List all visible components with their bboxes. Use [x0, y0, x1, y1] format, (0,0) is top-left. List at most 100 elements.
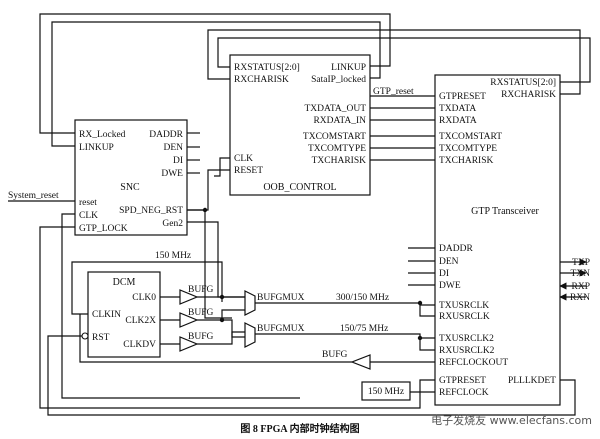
- label-bufgmux-2: BUFGMUX: [257, 324, 305, 334]
- junction-dot: [417, 300, 423, 306]
- snc-pin-linkup: LINKUP: [79, 143, 114, 153]
- gtp-transceiver-block: [434, 74, 561, 406]
- snc-title: SNC: [120, 182, 140, 193]
- wire-oob-clk: [187, 169, 230, 211]
- label-system-reset: System_reset: [8, 191, 59, 201]
- oob-pin-txcomtype: TXCOMTYPE: [308, 144, 366, 154]
- gtp-pin-rxstatus: RXSTATUS[2:0]: [490, 78, 556, 88]
- oscillator-150mhz: [361, 381, 411, 401]
- gtp-pin-rxusrclk: RXUSRCLK: [439, 312, 490, 322]
- gtp-pin-txcomstart: TXCOMSTART: [439, 132, 502, 142]
- wire-150mhz-feedback: [71, 261, 223, 315]
- label-bufgmux-1: BUFGMUX: [257, 293, 305, 303]
- snc-pin-gen2: Gen2: [162, 219, 183, 229]
- gtp-pin-rxp: RXP: [572, 282, 590, 292]
- rst-inversion-bubble: [81, 332, 89, 340]
- wire-bufg4-to-clkin: [79, 314, 352, 363]
- gtp-pin-plllkdet: PLLLKDET: [508, 376, 556, 386]
- bufg-buffer-4: [350, 354, 371, 370]
- wire-mux2-rxusr2: [419, 338, 435, 351]
- oob-title: OOB_CONTROL: [263, 182, 336, 193]
- label-bufg-2: BUFG: [188, 308, 213, 318]
- wire-bufg2-out: [197, 309, 245, 321]
- oob-pin-sata-locked: SataIP_locked: [311, 75, 366, 85]
- wire-mux2-out: [255, 333, 435, 339]
- label-300-150mhz: 300/150 MHz: [336, 293, 389, 303]
- oob-pin-linkup: LINKUP: [331, 63, 366, 73]
- wire-gtp-lock: [39, 226, 435, 409]
- oob-pin-txcomstart: TXCOMSTART: [303, 132, 366, 142]
- snc-pin-di: DI: [173, 156, 183, 166]
- dcm-pin-clkin: CLKIN: [92, 310, 121, 320]
- snc-pin-reset: reset: [79, 198, 97, 208]
- gtp-pin-refclockout: REFCLOCKOUT: [439, 358, 508, 368]
- dcm-pin-rst: RST: [92, 333, 110, 343]
- oob-pin-rxcharisk: RXCHARISK: [234, 75, 289, 85]
- label-150mhz: 150 MHz: [155, 251, 191, 261]
- dcm-pin-clk2x: CLK2X: [125, 316, 156, 326]
- snc-pin-spd-neg-rst: SPD_NEG_RST: [119, 206, 183, 216]
- gtp-pin-refclock: REFCLOCK: [439, 388, 489, 398]
- label-bufg-4: BUFG: [322, 350, 347, 360]
- bufg-buffer-3: [179, 336, 199, 352]
- wire-snc-clk: [61, 213, 300, 399]
- snc-pin-daddr: DADDR: [149, 130, 183, 140]
- bufg-buffer-2: [179, 312, 199, 328]
- wire-rxstatus-loop: [217, 37, 591, 83]
- label-bufg-3: BUFG: [188, 332, 213, 342]
- dcm-pin-clk0: CLK0: [132, 293, 156, 303]
- figure-caption: 图 8 FPGA 内部时钟结构图: [240, 422, 359, 435]
- snc-pin-dwe: DWE: [161, 169, 183, 179]
- wire-rxcharisk-loop: [207, 29, 581, 95]
- junction-dot: [219, 317, 225, 323]
- dcm-title: DCM: [113, 277, 136, 288]
- wire-spd-neg-rst: [187, 209, 232, 319]
- gtp-pin-txcomtype: TXCOMTYPE: [439, 144, 497, 154]
- dcm-pin-clkdv: CLKDV: [123, 340, 156, 350]
- gtp-pin-txn: TXN: [570, 269, 590, 279]
- junction-dot: [219, 294, 225, 300]
- gtp-pin-di: DI: [439, 269, 449, 279]
- label-osc-150mhz: 150 MHz: [368, 387, 404, 397]
- gtp-pin-dwe: DWE: [439, 281, 461, 291]
- gtp-title: GTP Transceiver: [471, 206, 539, 217]
- oob-pin-reset: RESET: [234, 166, 263, 176]
- label-150-75mhz: 150/75 MHz: [340, 324, 388, 334]
- oob-pin-rxdata-in: RXDATA_IN: [313, 116, 366, 126]
- snc-pin-gtp-lock: GTP_LOCK: [79, 224, 128, 234]
- gtp-pin-txusrclk: TXUSRCLK: [439, 301, 489, 311]
- gtp-pin-txcharisk: TXCHARISK: [439, 156, 494, 166]
- gtp-pin-rxn: RXN: [570, 293, 590, 303]
- gtp-pin-den: DEN: [439, 257, 459, 267]
- label-gtp-reset: GTP_reset: [373, 87, 414, 97]
- gtp-pin-rxdata: RXDATA: [439, 116, 477, 126]
- bufgmux-2: [244, 322, 256, 348]
- oob-pin-txcharisk: TXCHARISK: [312, 156, 367, 166]
- oob-pin-clk: CLK: [234, 154, 253, 164]
- gtp-pin-txusrclk2: TXUSRCLK2: [439, 334, 494, 344]
- wire-mux1-out: [255, 302, 435, 306]
- snc-pin-clk: CLK: [79, 211, 98, 221]
- gtp-pin-txdata: TXDATA: [439, 104, 476, 114]
- wire-mux1-rxusr: [419, 303, 435, 317]
- wire-linkup-to-rxlocked: [39, 13, 391, 134]
- watermark: 电子发烧友 www.elecfans.com: [431, 413, 592, 427]
- dcm-block: [87, 271, 161, 358]
- junction-dot: [417, 335, 423, 341]
- oob-control-block: [229, 54, 371, 196]
- snc-block: [74, 119, 188, 236]
- bufg-buffer-1: [179, 289, 199, 305]
- gtp-pin-gtpreset-bottom: GTPRESET: [439, 376, 486, 386]
- snc-pin-den: DEN: [163, 143, 183, 153]
- label-bufg-1: BUFG: [188, 285, 213, 295]
- snc-pin-rx-locked: RX_Locked: [79, 130, 126, 140]
- gtp-pin-rxcharisk: RXCHARISK: [501, 90, 556, 100]
- wire-locked-to-linkup: [51, 21, 381, 147]
- gtp-pin-gtpreset: GTPRESET: [439, 92, 486, 102]
- oob-pin-rxstatus: RXSTATUS[2:0]: [234, 63, 300, 73]
- wire-bufg3-out: [197, 331, 245, 345]
- wire-bufg2-to-mux2: [222, 319, 245, 338]
- bufgmux-1: [244, 290, 256, 316]
